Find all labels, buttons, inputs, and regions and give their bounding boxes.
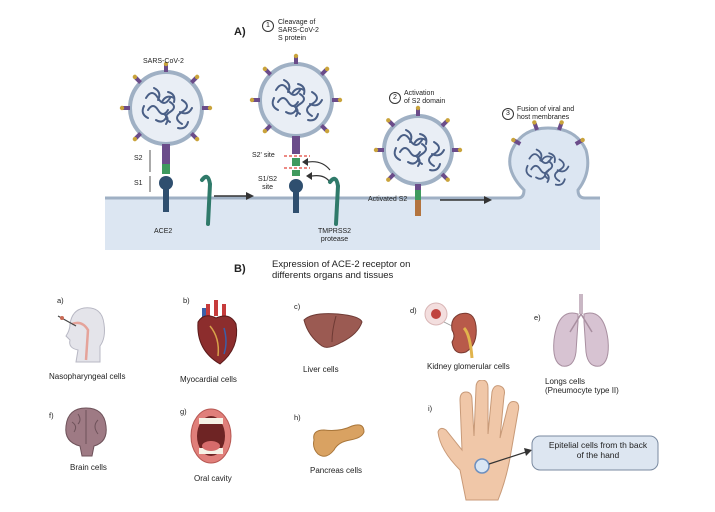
s2-prime-site-label: S2' site — [252, 152, 275, 159]
organ-letter-e: e) — [534, 313, 541, 322]
organ-letter-h: h) — [294, 413, 301, 422]
activated-s2-stalk — [415, 184, 421, 216]
organ-caption-b: Myocardial cells — [180, 375, 237, 384]
tmprss2-protease-2 — [328, 176, 341, 226]
virus-particle-1 — [119, 61, 213, 146]
hand-icon — [437, 380, 659, 501]
s1-label: S1 — [134, 180, 143, 187]
activated-s2-label: Activated S2 — [368, 196, 408, 203]
organ-letter-d: d) — [410, 306, 417, 315]
spike-ace2-complex-1 — [149, 144, 173, 212]
organ-caption-g: Oral cavity — [194, 474, 232, 483]
virus-particle-3 — [373, 105, 463, 186]
organ-letter-b: b) — [183, 296, 190, 305]
organ-letter-g: g) — [180, 407, 187, 416]
brain-icon — [65, 407, 107, 457]
panel-b-title: Expression of ACE-2 receptor on differen… — [272, 259, 411, 281]
panel-a-diagram — [105, 53, 600, 250]
s1s2-site-label: S1/S2 site — [258, 176, 278, 192]
virus-label: SARS-CoV-2 — [143, 58, 184, 65]
organ-caption-h: Pancreas cells — [310, 466, 363, 475]
step-1-number: 1 — [262, 20, 274, 32]
lungs-icon — [553, 294, 609, 367]
panel-a-label: A) — [234, 26, 246, 38]
fusion-bulge — [508, 126, 590, 200]
ace2-label: ACE2 — [154, 228, 173, 235]
heart-icon — [197, 300, 238, 365]
step-2-number: 2 — [389, 92, 401, 104]
organ-letter-c: c) — [294, 302, 301, 311]
tmprss2-label: TMPRSS2 protease — [318, 228, 352, 244]
cell-interior — [105, 198, 600, 250]
step-2-text: Activation of S2 domain — [404, 90, 446, 106]
step-3-number: 3 — [502, 108, 514, 120]
pancreas-icon — [313, 424, 365, 457]
organ-caption-e: Longs cells (Pneumocyte type II) — [545, 377, 619, 396]
organ-letter-i: i) — [428, 404, 433, 413]
step-3-text: Fusion of viral and host membranes — [517, 106, 575, 122]
hand-callout-box — [531, 435, 659, 471]
organ-caption-c: Liver cells — [303, 365, 339, 374]
hand-callout-text: Epitelial cells from th back of the hand — [548, 440, 648, 460]
organ-caption-f: Brain cells — [70, 463, 107, 472]
organ-letter-f: f) — [49, 411, 54, 420]
step-1-text: Cleavage of SARS-CoV-2 S protein — [278, 19, 319, 43]
kidney-icon — [424, 302, 477, 359]
organ-letter-a: a) — [57, 296, 64, 305]
tmprss2-protease-1 — [200, 174, 213, 226]
organ-caption-a: Nasopharyngeal cells — [49, 372, 126, 381]
organ-caption-d: Kidney glomerular cells — [427, 362, 510, 371]
nasopharynx-icon — [57, 307, 105, 363]
mouth-icon — [190, 408, 232, 464]
s2-label: S2 — [134, 155, 143, 162]
liver-icon — [303, 313, 363, 348]
virus-particle-2 — [249, 53, 343, 138]
spike-ace2-complex-2 — [289, 136, 303, 213]
panel-b-label: B) — [234, 263, 246, 275]
